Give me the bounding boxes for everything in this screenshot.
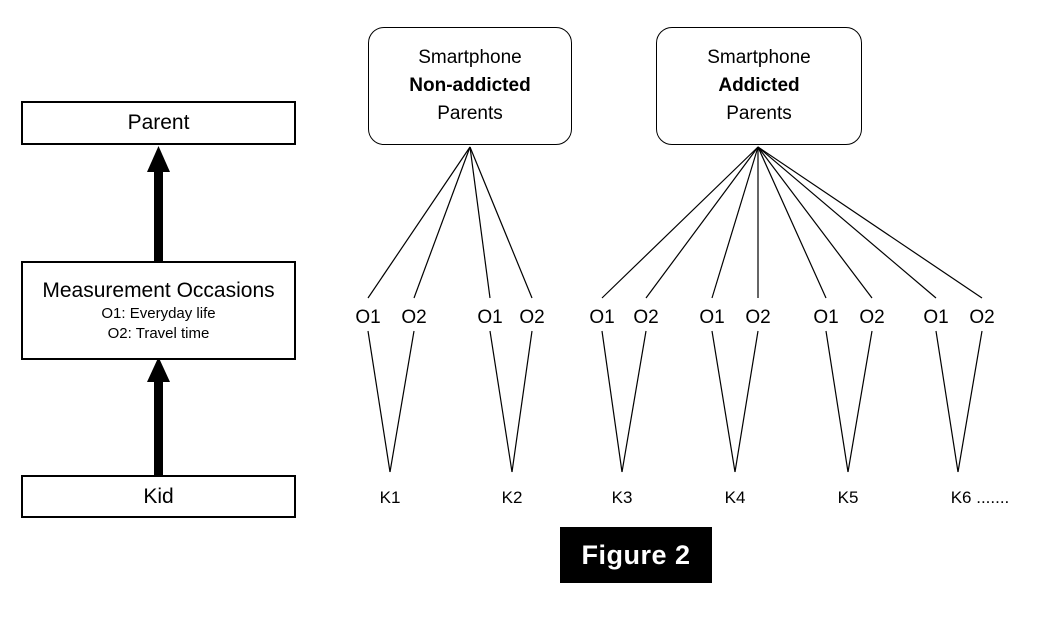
arrow-measurement-to-parent	[147, 146, 170, 262]
occasion-node-ad-6: O2	[859, 307, 885, 328]
occasion-node-na-4: O2	[519, 307, 545, 328]
group-box-addicted-parents: Smartphone Addicted Parents	[656, 27, 862, 145]
box-measurement-occasions: Measurement Occasions O1: Everyday life …	[21, 261, 296, 360]
group-non-addicted-line-2: Non-addicted	[409, 75, 531, 96]
kid-node-k3: K3	[611, 488, 633, 507]
kid-node-k2: K2	[501, 488, 523, 507]
occasion-node-na-3: O1	[477, 307, 503, 328]
fan-lines-addicted	[601, 146, 983, 299]
group-addicted-line-2: Addicted	[718, 75, 800, 96]
kid-node-k1: K1	[379, 488, 401, 507]
figure-caption: Figure 2	[560, 527, 712, 583]
box-parent: Parent	[21, 101, 296, 145]
box-measurement-title: Measurement Occasions	[42, 278, 275, 302]
kid-node-k4: K4	[724, 488, 746, 507]
occasion-node-ad-5: O1	[813, 307, 839, 328]
kid-node-k6: K6 .......	[950, 488, 1010, 507]
kid-node-k5: K5	[837, 488, 859, 507]
occasion-node-ad-1: O1	[589, 307, 615, 328]
occasion-node-ad-8: O2	[969, 307, 995, 328]
arrow-kid-to-measurement	[147, 357, 170, 475]
box-kid-title: Kid	[143, 484, 174, 508]
occasion-node-ad-2: O2	[633, 307, 659, 328]
group-non-addicted-line-1: Smartphone	[418, 47, 522, 68]
box-measurement-subline-o2: O2: Travel time	[107, 324, 210, 342]
group-addicted-line-1: Smartphone	[707, 47, 811, 68]
fan-lines-non-addicted	[367, 146, 533, 299]
box-parent-title: Parent	[127, 111, 190, 134]
occasion-node-ad-4: O2	[745, 307, 771, 328]
v-lines-occasion-to-kid	[367, 330, 983, 473]
box-kid: Kid	[21, 475, 296, 518]
group-box-non-addicted-parents: Smartphone Non-addicted Parents	[368, 27, 572, 145]
box-measurement-subline-o1: O1: Everyday life	[101, 304, 216, 322]
group-non-addicted-line-3: Parents	[437, 103, 503, 124]
occasion-node-ad-3: O1	[699, 307, 725, 328]
group-addicted-line-3: Parents	[726, 103, 792, 124]
occasion-node-na-2: O2	[401, 307, 427, 328]
occasion-node-na-1: O1	[355, 307, 381, 328]
occasion-node-ad-7: O1	[923, 307, 949, 328]
